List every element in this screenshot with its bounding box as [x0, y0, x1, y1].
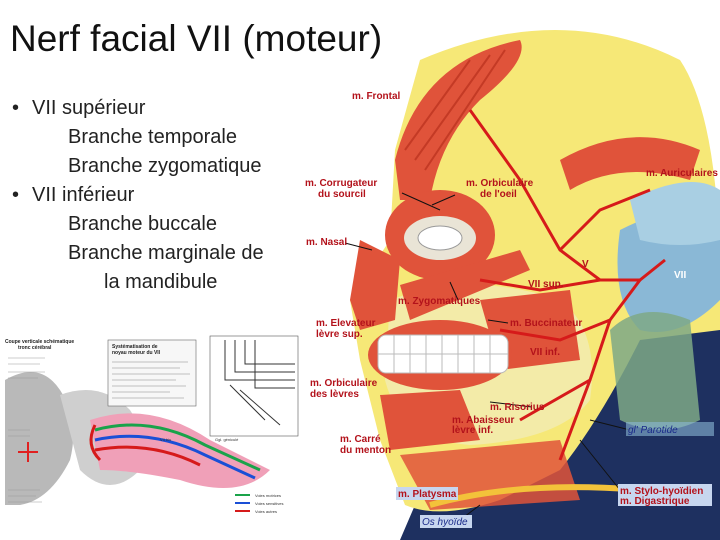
legend-moteurs: Voies motrices — [255, 493, 281, 498]
bullet-list: •VII supérieur Branche temporale Branche… — [12, 94, 264, 297]
label-elevateur-1: m. Elevateur — [316, 318, 376, 329]
nucleus-loop — [89, 424, 102, 462]
label-buccinateur: m. Buccinateur — [510, 318, 582, 329]
parotide-label-bg — [626, 422, 714, 436]
label-nasal: m. Nasal — [306, 237, 347, 248]
label-corrugateur-2: du sourcil — [318, 189, 366, 200]
inset-legend: Voies motrices Voies sensitives Voies au… — [235, 493, 283, 514]
platysma-label-bg — [396, 487, 458, 500]
auricular-muscle — [560, 137, 700, 190]
label-abaisseur-2: lèvre inf. — [452, 425, 493, 436]
nerve-canal — [90, 413, 270, 488]
green-muscle-sheet — [610, 312, 700, 430]
bullet-vii-superieur: •VII supérieur — [12, 94, 264, 123]
other-pathway — [94, 445, 201, 467]
nasal-muscle — [350, 240, 400, 330]
label-corrugateur-1: m. Corrugateur — [305, 178, 377, 189]
legend-sensitives: Voies sensitives — [255, 501, 283, 506]
label-orbiculaire-oeil-1: m. Orbiculaire — [466, 178, 534, 189]
sub-item-marginale: Branche marginale de — [68, 242, 264, 264]
muscles-label-bg — [618, 484, 712, 506]
bullet-dot: • — [12, 184, 20, 206]
label-vii-inf: VII inf. — [530, 347, 560, 358]
label-elevateur-2: lèvre sup. — [316, 329, 363, 340]
sensory-pathway — [94, 434, 256, 480]
teeth-lines — [378, 335, 508, 373]
auricular-area — [630, 182, 720, 245]
label-platysma: m. Platysma — [398, 489, 457, 500]
legend-autres: Voies autres — [255, 509, 277, 514]
label-orbiculaire-levres-1: m. Orbiculaire — [310, 378, 378, 389]
label-stylo-hyoidien: m. Stylo-hyoïdien — [620, 486, 703, 497]
os-hyoide-label-bg — [420, 515, 472, 528]
label-digastrique: m. Digastrique — [620, 496, 690, 507]
sub-item-marginale-cont: la mandibule — [104, 271, 218, 293]
motor-pathway — [94, 423, 261, 472]
leader-lines — [344, 192, 631, 521]
frontal-muscle-stripes — [404, 49, 506, 171]
left-text-lines — [8, 357, 45, 503]
inset-coupe-2: tronc cérébral — [18, 345, 52, 351]
label-os-hyoide: Os hyoïde — [422, 517, 468, 528]
label-orbiculaire-oeil-2: de l'oeil — [480, 189, 517, 200]
inset-systematisation-1: Systématisation de — [112, 344, 158, 350]
label-auriculaires: m. Auriculaires — [646, 168, 718, 179]
sub-item-temporale: Branche temporale — [68, 126, 237, 148]
inset-vii-bis: VII bis — [160, 437, 171, 442]
schematic-text-lines — [112, 361, 190, 399]
arrow-grid-box — [209, 335, 299, 437]
facial-nerve-branches — [468, 109, 666, 461]
label-carre-2: du menton — [340, 445, 391, 456]
bullet-vii-inferieur: •VII inférieur — [12, 181, 264, 210]
depressor-muscle — [380, 390, 480, 450]
inset-systematisation-2: noyau moteur du VII — [112, 350, 161, 356]
label-vii-sup: VII sup. — [528, 279, 564, 290]
page-title: Nerf facial VII (moteur) — [10, 18, 383, 59]
label-risorius: m. Risorius — [490, 402, 545, 413]
red-cross — [18, 442, 38, 462]
bullet-dot: • — [12, 97, 20, 119]
label-frontal: m. Frontal — [352, 91, 401, 102]
brainstem-shape — [5, 372, 74, 505]
label-vii: VII — [674, 270, 686, 281]
arrow-grid — [224, 340, 295, 426]
label-carre-1: m. Carré — [340, 434, 381, 445]
label-orbiculaire-levres-2: des lèvres — [310, 389, 359, 400]
brainstem-inset: Systématisation de noyau moteur du VII C… — [2, 330, 300, 530]
label-parotide: gl' Parotide — [628, 425, 678, 436]
zygomatic-muscle — [400, 250, 530, 320]
inset-coupe-1: Coupe verticale schématique — [5, 339, 74, 345]
eye — [417, 225, 463, 251]
label-abaisseur-1: m. Abaisseur — [452, 415, 515, 426]
sub-item-zygomatique: Branche zygomatique — [68, 155, 262, 177]
label-v: V — [582, 259, 589, 270]
sub-item-buccale: Branche buccale — [68, 213, 217, 235]
inset-ggl: Ggl. géniculé — [215, 437, 239, 442]
label-zygomatiques: m. Zygomatiques — [398, 296, 481, 307]
schematic-box — [107, 339, 197, 407]
